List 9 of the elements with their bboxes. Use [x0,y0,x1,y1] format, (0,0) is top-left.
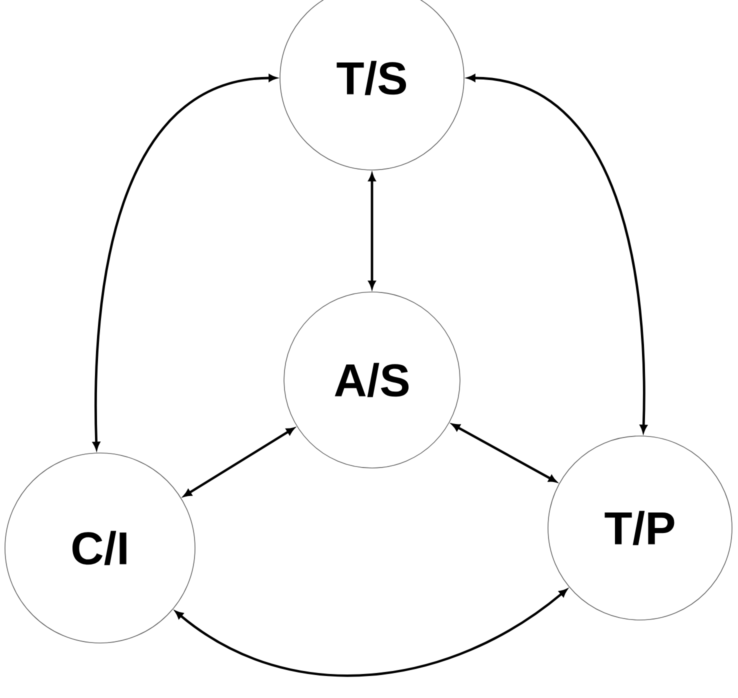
arrow [92,74,277,450]
circle-node: A/S [284,292,460,468]
arrow [368,173,376,289]
arrow [467,74,648,433]
arrow [175,588,568,677]
circle-node: T/P [548,436,732,620]
arrow [452,424,557,482]
arrow [184,428,294,497]
circle-node: C/I [4,452,196,644]
